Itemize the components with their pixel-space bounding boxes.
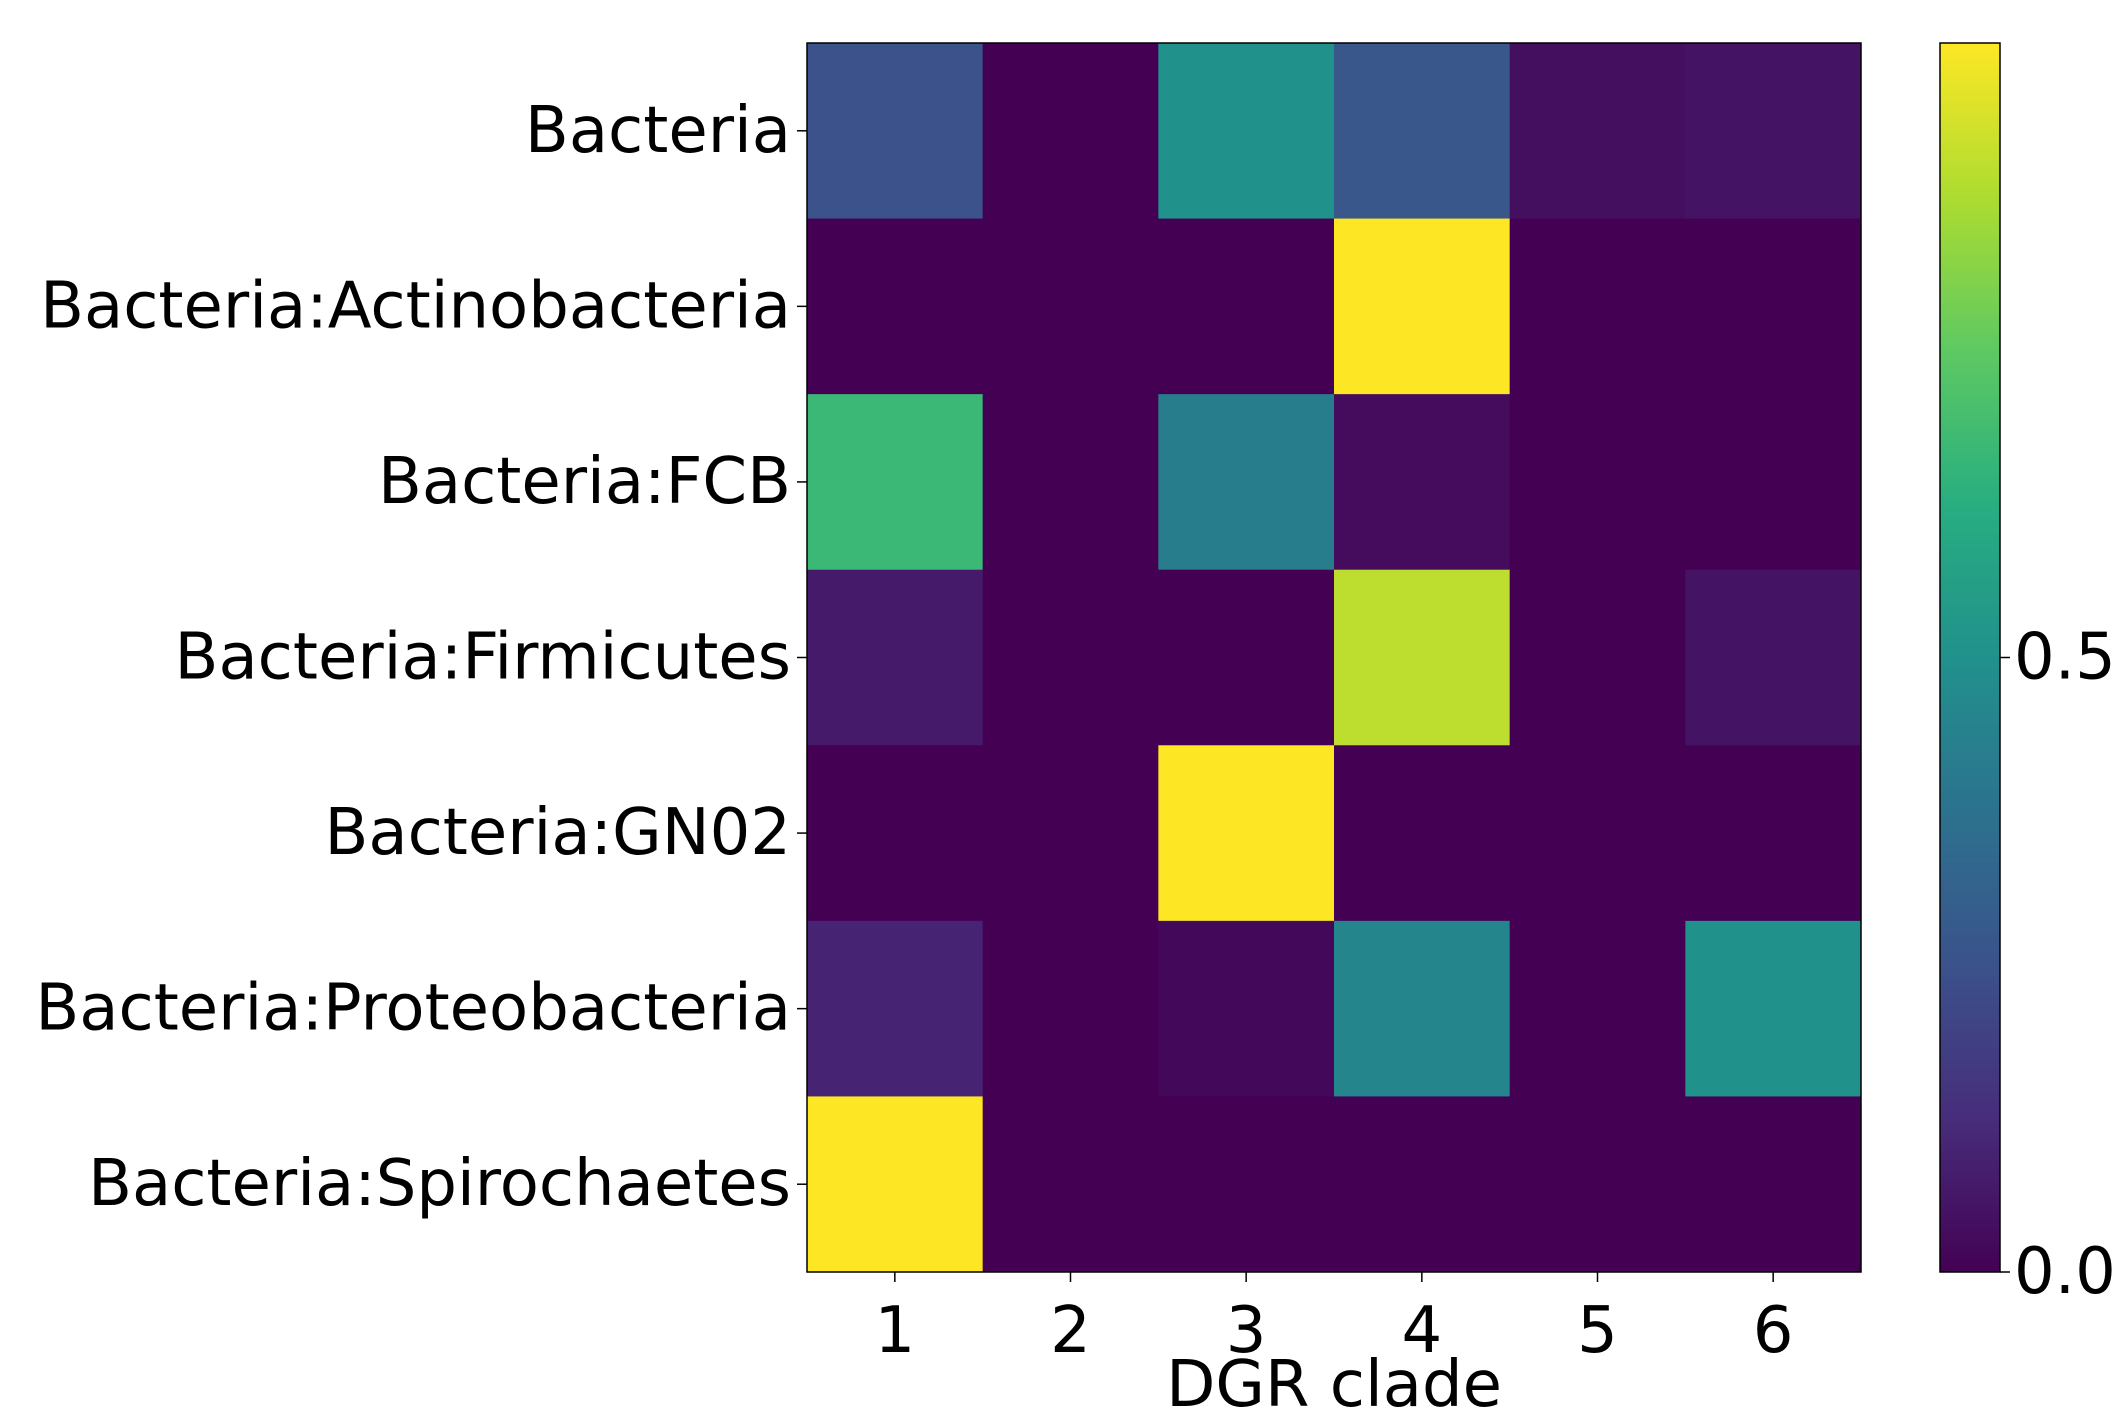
heatmap-cell — [1685, 1096, 1862, 1273]
heatmap-cell — [1509, 43, 1686, 220]
heatmap-cell — [1334, 394, 1511, 571]
heatmap-cell — [1685, 218, 1862, 395]
heatmap-cell — [1158, 218, 1335, 395]
heatmap-cell — [807, 745, 984, 922]
heatmap-cells — [807, 43, 1862, 1273]
heatmap-cell — [807, 218, 984, 395]
heatmap-cell — [807, 1096, 984, 1273]
y-tick-label: Bacteria:Firmicutes — [175, 621, 791, 695]
y-tick-label: Bacteria:Actinobacteria — [40, 269, 791, 343]
y-tick-label: Bacteria:Spirochaetes — [88, 1147, 791, 1221]
heatmap-cell — [1158, 569, 1335, 746]
x-tick-label: 2 — [1050, 1294, 1091, 1368]
heatmap-cell — [1685, 920, 1862, 1097]
heatmap-cell — [1509, 394, 1686, 571]
colorbar-ticks: 0.0 0.5 — [2000, 621, 2116, 1309]
heatmap-cell — [807, 394, 984, 571]
x-tick-label: 6 — [1753, 1294, 1794, 1368]
heatmap-cell — [807, 43, 984, 220]
heatmap-cell — [982, 920, 1159, 1097]
x-tick-label: 3 — [1226, 1294, 1267, 1368]
y-tick-label: Bacteria:Proteobacteria — [35, 972, 791, 1046]
colorbar-tick-label: 0.5 — [2014, 621, 2116, 695]
heatmap-cell — [982, 394, 1159, 571]
colorbar — [1939, 42, 2001, 1273]
heatmap-cell — [1509, 920, 1686, 1097]
x-tick-label: 4 — [1401, 1294, 1442, 1368]
heatmap-cell — [1509, 218, 1686, 395]
heatmap-cell — [807, 920, 984, 1097]
heatmap-cell — [1509, 569, 1686, 746]
heatmap-cell — [982, 218, 1159, 395]
heatmap-cell — [1685, 394, 1862, 571]
heatmap-cell — [982, 745, 1159, 922]
heatmap-cell — [1334, 1096, 1511, 1273]
heatmap-cell — [982, 1096, 1159, 1273]
heatmap-cell — [1158, 1096, 1335, 1273]
y-tick-label: Bacteria — [525, 94, 791, 168]
y-axis: BacteriaBacteria:ActinobacteriaBacteria:… — [35, 94, 807, 1221]
heatmap-cell — [982, 43, 1159, 220]
heatmap-cell — [982, 569, 1159, 746]
colorbar-tick-label: 0.0 — [2014, 1235, 2116, 1309]
heatmap-cell — [1334, 569, 1511, 746]
heatmap-cell — [1509, 745, 1686, 922]
heatmap-cell — [1158, 43, 1335, 220]
heatmap-cell — [1334, 745, 1511, 922]
heatmap-cell — [1158, 394, 1335, 571]
x-tick-label: 1 — [874, 1294, 915, 1368]
x-axis: 1 2 3 4 5 6 — [874, 1272, 1794, 1368]
heatmap-cell — [1685, 43, 1862, 220]
heatmap-cell — [1334, 43, 1511, 220]
heatmap-cell — [1685, 569, 1862, 746]
x-axis-label: DGR clade — [1166, 1348, 1502, 1419]
x-tick-label: 5 — [1577, 1294, 1618, 1368]
y-tick-label: Bacteria:GN02 — [324, 796, 791, 870]
y-tick-label: Bacteria:FCB — [378, 445, 791, 519]
heatmap-cell — [1158, 920, 1335, 1097]
heatmap-cell — [1158, 745, 1335, 922]
heatmap-cell — [807, 569, 984, 746]
heatmap-cell — [1509, 1096, 1686, 1273]
heatmap-cell — [1334, 920, 1511, 1097]
heatmap-cell — [1685, 745, 1862, 922]
heatmap-cell — [1334, 218, 1511, 395]
